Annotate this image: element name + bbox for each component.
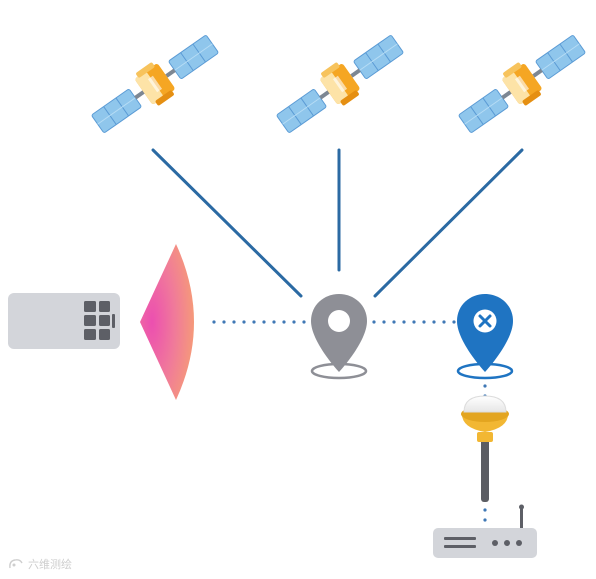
satellite-right <box>452 26 592 142</box>
location-pin-icon <box>310 294 368 380</box>
radio-modem-device <box>433 504 537 558</box>
satellite-signal-lines <box>151 148 524 298</box>
radio-wave-fan <box>140 244 194 400</box>
signal-line-left <box>151 148 303 298</box>
watermark-logo-icon <box>9 559 23 569</box>
base-station-device <box>8 293 120 349</box>
satellite-center <box>270 26 410 142</box>
signal-line-right <box>373 148 524 298</box>
watermark-text: 六维测绘 <box>28 558 72 571</box>
dotted-links <box>212 320 487 522</box>
gnss-receiver <box>461 395 509 502</box>
close-location-pin-icon <box>456 294 514 380</box>
satellite-left <box>85 26 225 142</box>
watermark: 六维测绘 <box>8 556 72 572</box>
